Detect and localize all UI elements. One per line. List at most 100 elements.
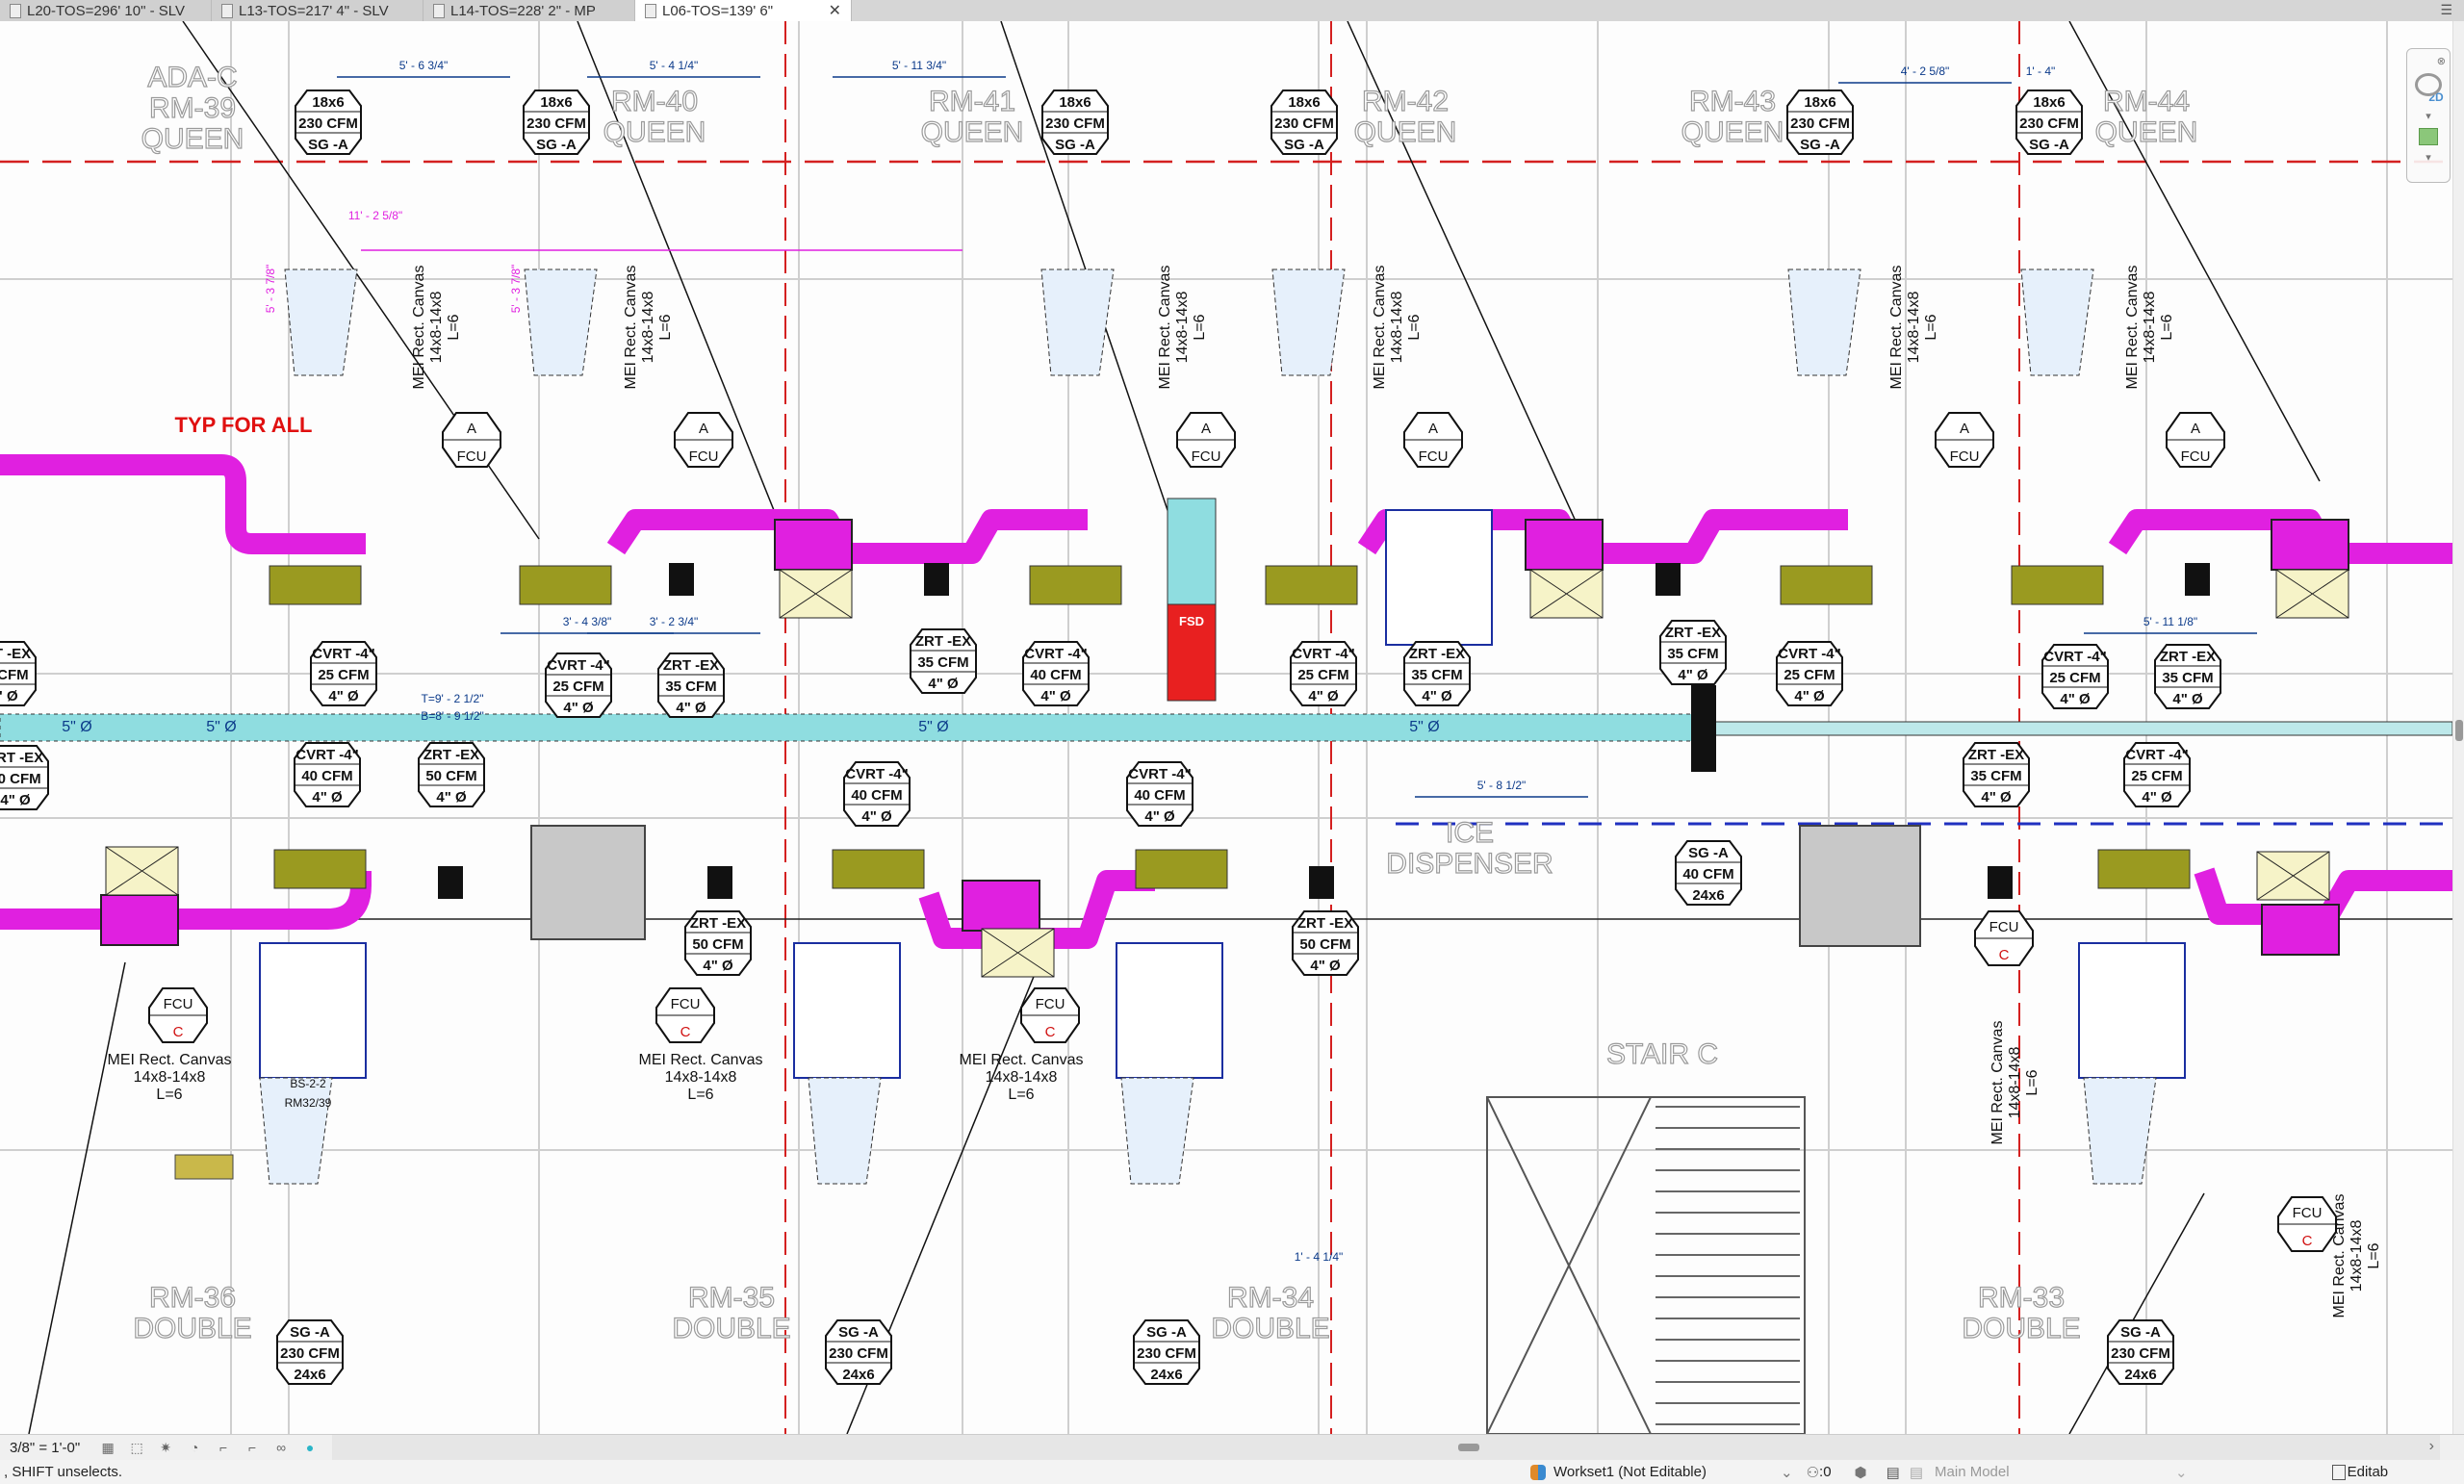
tag-size: 4" Ø	[1040, 688, 1071, 704]
navigation-bar: ⊗ 2D ▾ ▾	[2406, 48, 2451, 183]
tag-size: 24x6	[842, 1367, 874, 1383]
scroll-right-icon[interactable]: ›	[2428, 1438, 2434, 1454]
duct-label-text: 14x8-14x8	[134, 1069, 206, 1086]
riser-duct	[1167, 498, 1217, 605]
tag-outline	[1659, 620, 1727, 685]
supply-plenum	[1787, 269, 1861, 376]
worksharing-count: :0	[1819, 1464, 1832, 1480]
detail-level-icon[interactable]: ▦	[101, 1439, 115, 1455]
dropdown-arrow-icon[interactable]: ▾	[2426, 152, 2431, 164]
visual-style-icon[interactable]: ⬚	[130, 1439, 143, 1455]
dimensions: 5' - 6 3/4"5' - 4 1/4"5' - 11 3/4"4' - 2…	[62, 59, 2257, 1264]
duct-label-text: L=6	[2024, 1069, 2040, 1095]
duct-label-text: L=6	[2159, 314, 2175, 340]
tag-size: 24x6	[1692, 887, 1724, 904]
tag-size: 24x6	[294, 1367, 325, 1383]
tag-top: CVRT -4"	[845, 766, 908, 782]
tag-outline	[1022, 641, 1090, 706]
supply-plenum	[524, 269, 598, 376]
tag-outline	[1786, 90, 1854, 155]
design-options-icon[interactable]: ▤	[1886, 1464, 1900, 1481]
worksharing-icon[interactable]: ⚇	[1806, 1464, 1820, 1481]
view-tab-active[interactable]: L06-TOS=139' 6"✕	[635, 0, 852, 21]
vav-x	[981, 928, 1055, 978]
tag-outline	[1133, 1319, 1200, 1385]
room-name: DOUBLE	[133, 1313, 251, 1344]
dimension-text: 5' - 11 3/4"	[892, 59, 946, 72]
fcu-tag-top: FCU	[671, 996, 701, 1012]
sun-path-icon[interactable]: ✷	[160, 1439, 171, 1455]
view-control-bar: 3/8" = 1'-0" ▦⬚✷◔⌐⌐∞●✖⬚▥⊢‹ ›	[0, 1434, 2464, 1460]
crop-view-icon[interactable]: ⌐	[219, 1440, 228, 1455]
duct-label-text: MEI Rect. Canvas	[108, 1052, 232, 1068]
tag-size: 4" Ø	[1981, 789, 2012, 806]
tag-top: ZRT -EX	[0, 750, 43, 766]
scroll-thumb[interactable]	[1458, 1444, 1479, 1451]
view-tab[interactable]: L14-TOS=228' 2" - MP	[424, 0, 635, 21]
tag-size: 4" Ø	[861, 808, 892, 825]
fcu-tag-top: A	[467, 421, 476, 437]
duct-label-text: MEI Rect. Canvas	[639, 1052, 763, 1068]
worksharing-display-icon[interactable]: ⬢	[1854, 1464, 1867, 1481]
vav-x	[2275, 569, 2349, 619]
tag-top: ZRT -EX	[1665, 625, 1721, 641]
tag-top: CVRT -4"	[295, 747, 358, 763]
show-crop-region-icon[interactable]: ⌐	[248, 1440, 257, 1455]
fcu-tag-bottom: FCU	[1192, 448, 1221, 465]
close-icon[interactable]: ⊗	[2436, 56, 2446, 67]
temporary-hide-icon[interactable]: ∞	[276, 1440, 287, 1455]
tag-top: ZRT -EX	[690, 915, 746, 932]
design-option-selector[interactable]: Main Model	[1935, 1464, 2010, 1480]
horizontal-scrollbar[interactable]: ›	[332, 1435, 2440, 1460]
close-tab-icon[interactable]: ✕	[828, 3, 841, 19]
reveal-hidden-icon[interactable]: ●	[305, 1440, 315, 1455]
tag-top: 18x6	[2033, 94, 2065, 111]
workset-selector[interactable]: Workset1 (Not Editable)	[1530, 1464, 1781, 1480]
dimension-text: 5' - 4 1/4"	[650, 59, 699, 72]
status-message: , SHIFT unselects.	[4, 1464, 123, 1480]
steering-wheel-icon[interactable]	[2415, 73, 2442, 96]
shadows-icon[interactable]: ◔	[190, 1440, 199, 1455]
tag-outline	[657, 652, 725, 718]
tag-top: ZRT -EX	[1409, 646, 1465, 662]
tab-label: L13-TOS=217' 4" - SLV	[239, 2, 389, 19]
fcu-housing	[2078, 942, 2186, 1079]
duct-label-text: 14x8-14x8	[1906, 292, 1922, 364]
leader-line	[577, 21, 790, 550]
tag-top: 18x6	[1059, 94, 1091, 111]
tag-outline	[545, 652, 612, 718]
room-name: QUEEN	[603, 116, 706, 148]
vertical-scrollbar[interactable]	[2452, 21, 2464, 1434]
tag-outline	[294, 742, 361, 807]
vav-x	[1529, 569, 1604, 619]
tag-size: 4" Ø	[2172, 691, 2203, 707]
view-scale[interactable]: 3/8" = 1'-0"	[10, 1439, 81, 1456]
scroll-thumb[interactable]	[2455, 720, 2463, 741]
editable-only-checkbox[interactable]	[2331, 1464, 2346, 1480]
fcu-tag-top: A	[1428, 421, 1438, 437]
tag-size: SG -A	[1284, 137, 1324, 153]
chevron-down-icon[interactable]: ⌄	[1781, 1464, 1793, 1481]
tag-cfm: 230 CFM	[1137, 1345, 1196, 1362]
view-tab[interactable]: L20-TOS=296' 10" - SLV	[0, 0, 212, 21]
drawing-canvas[interactable]: FSD 5' - 6 3/4"5' - 4 1/4"5' - 11 3/4"4'…	[0, 21, 2452, 1434]
dimension-text: 5" Ø	[206, 719, 236, 735]
add-to-set-icon[interactable]: ▤	[1909, 1464, 1924, 1481]
tag-cfm: 230 CFM	[298, 115, 358, 132]
dropdown-arrow-icon[interactable]: ▾	[2426, 111, 2431, 122]
zoom-region-icon[interactable]	[2419, 128, 2438, 145]
tab-overflow-icon[interactable]: ☰	[2440, 2, 2452, 17]
chevron-down-icon[interactable]: ⌄	[2175, 1464, 2188, 1481]
tag-size: 4" Ø	[928, 676, 959, 692]
view-tab[interactable]: L13-TOS=217' 4" - SLV	[212, 0, 424, 21]
